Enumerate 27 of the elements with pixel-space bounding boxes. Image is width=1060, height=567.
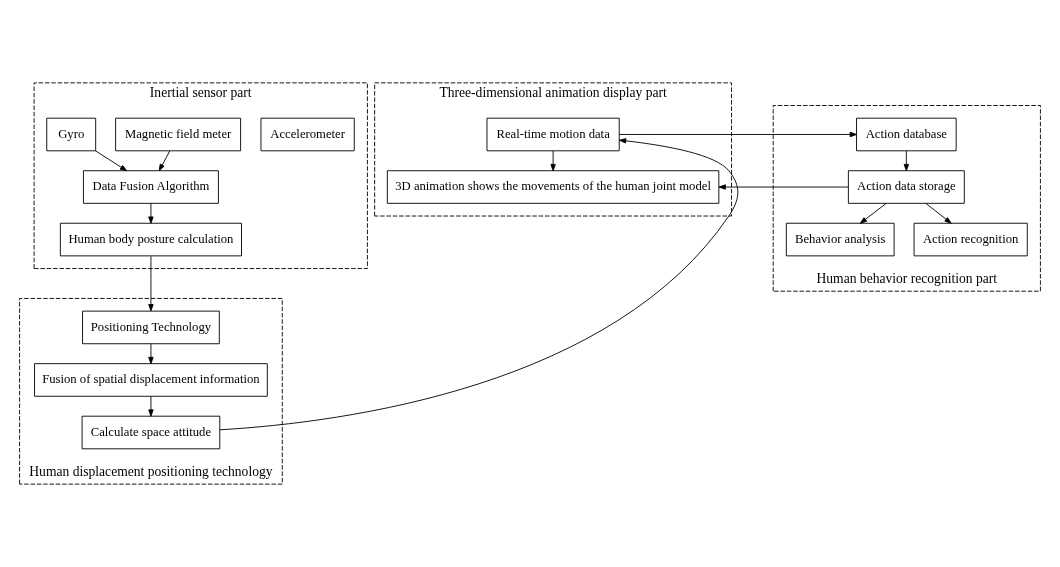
arrow bbox=[95, 150, 128, 172]
arrow bbox=[219, 138, 739, 431]
node-box: Positioning Technology bbox=[82, 310, 220, 345]
arrow bbox=[925, 203, 952, 224]
arrow bbox=[148, 343, 154, 365]
arrow bbox=[618, 131, 857, 138]
node-box: Action data storage bbox=[847, 170, 965, 204]
node-box: Real-time motion data bbox=[486, 117, 620, 152]
node-box: Action database bbox=[856, 117, 957, 152]
arrow bbox=[148, 255, 154, 312]
arrow bbox=[718, 184, 849, 190]
node-box: Gyro bbox=[46, 117, 97, 152]
arrow bbox=[148, 203, 154, 224]
node-box: Accelerometer bbox=[260, 117, 355, 152]
arrow bbox=[550, 150, 556, 172]
arrow bbox=[903, 150, 910, 172]
node-box: Action recognition bbox=[913, 222, 1028, 257]
node-box: Human body posture calculation bbox=[59, 222, 242, 257]
arrow bbox=[158, 150, 171, 172]
arrow bbox=[148, 395, 154, 417]
node-box: Calculate space attitude bbox=[81, 415, 221, 450]
node-box: 3D animation shows the movements of the human joint model bbox=[386, 170, 720, 204]
arrow bbox=[859, 203, 887, 224]
node-box: Fusion of spatial displacement information bbox=[34, 363, 268, 397]
node-box: Behavior analysis bbox=[785, 222, 895, 257]
node-box: Data Fusion Algorithm bbox=[83, 170, 219, 204]
node-box: Magnetic field meter bbox=[115, 117, 242, 152]
